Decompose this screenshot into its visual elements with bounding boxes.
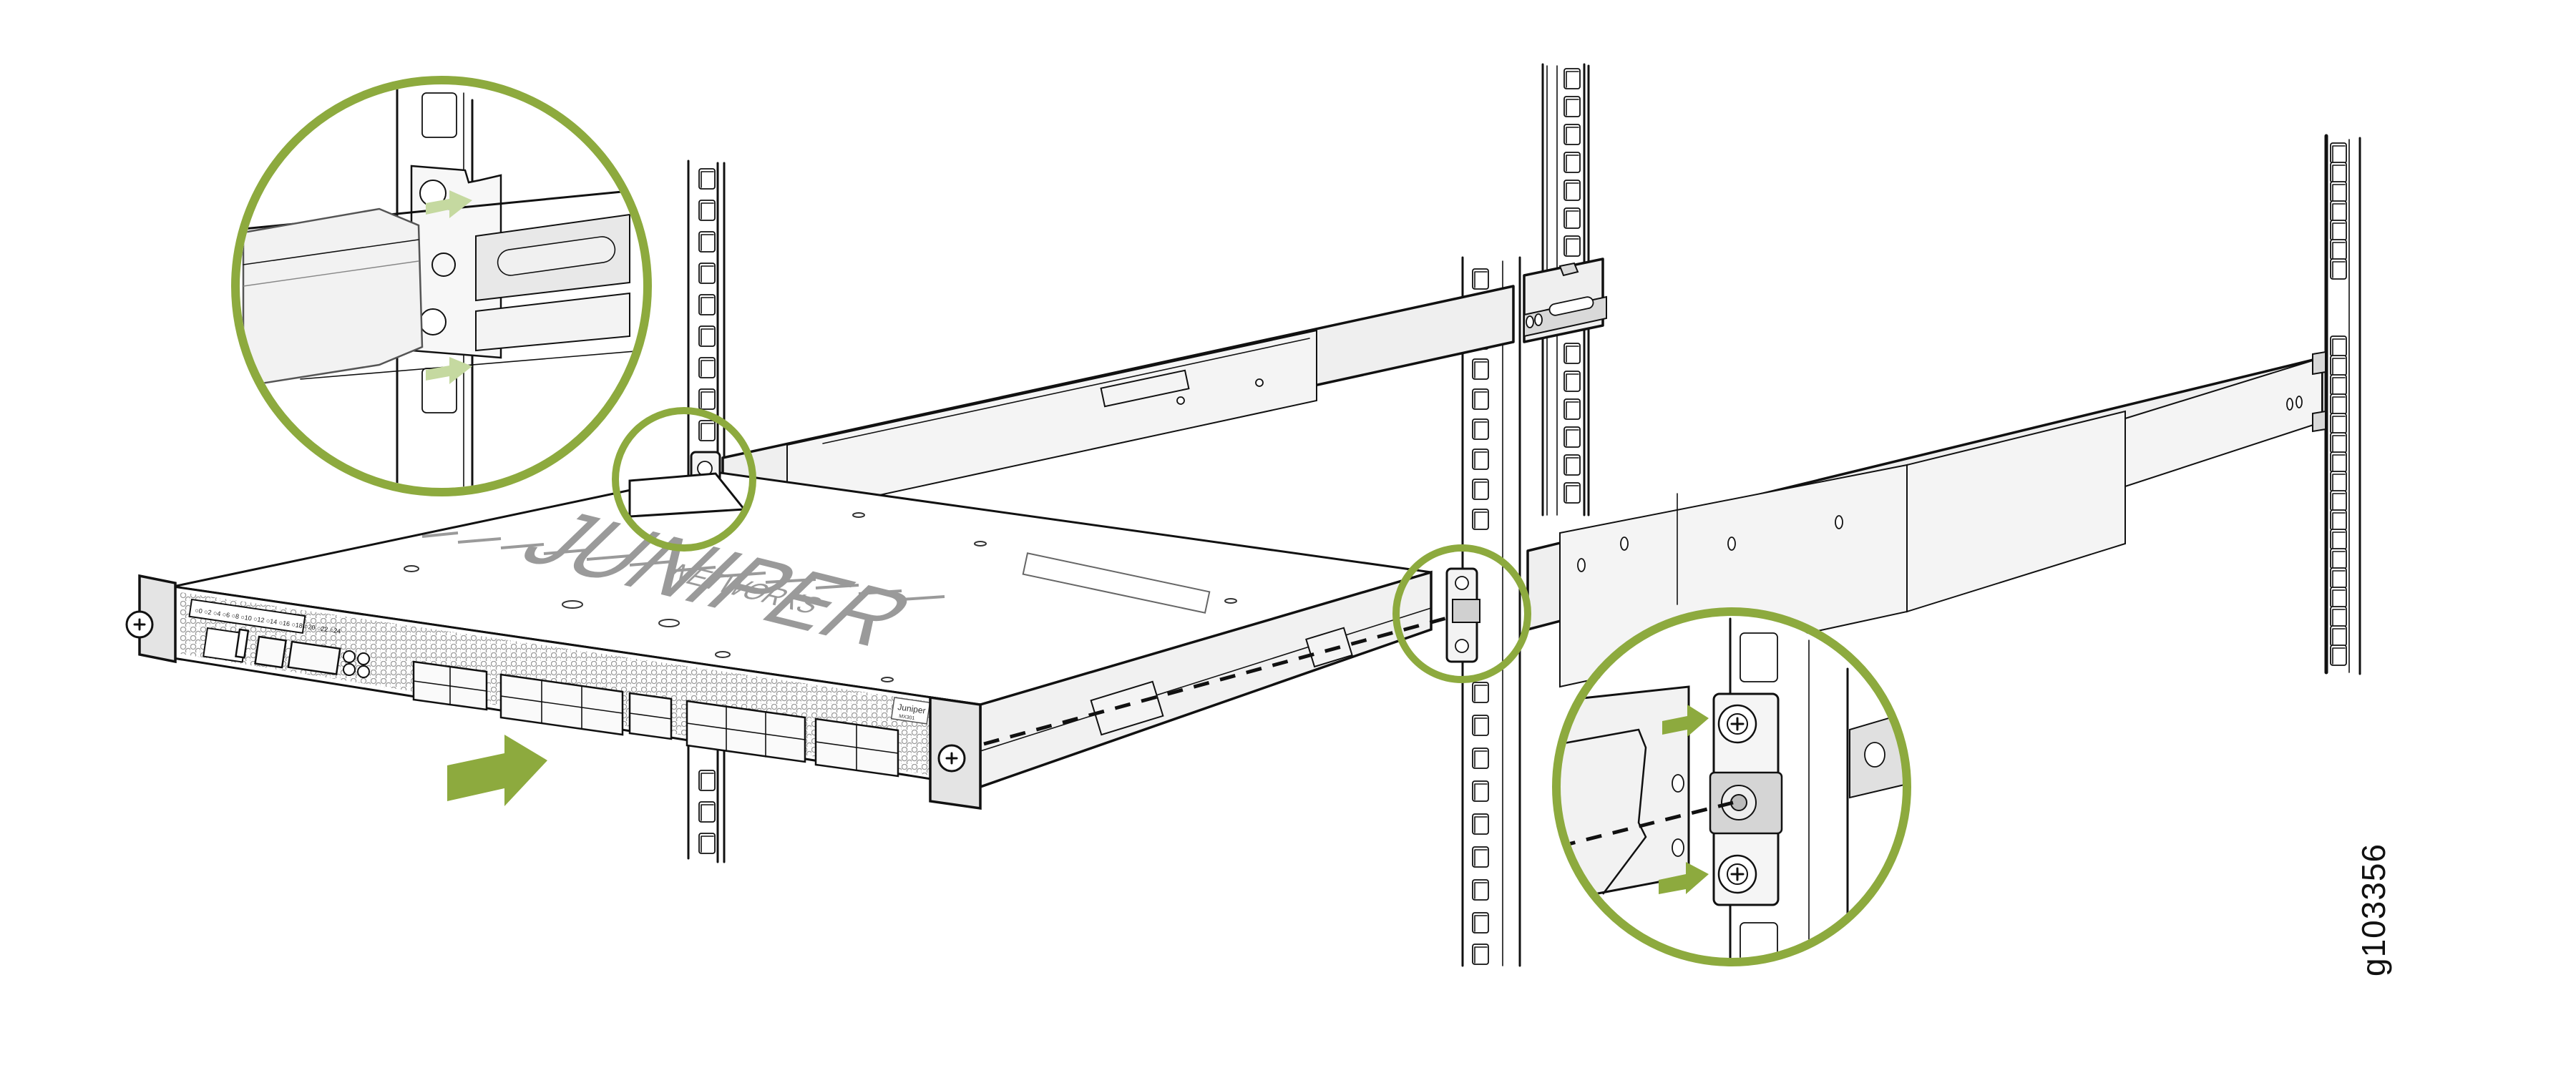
rack-post-far-right <box>2324 134 2361 675</box>
callout-circle-front-detail <box>1552 607 1911 966</box>
callout-circle-rear-marker <box>612 407 756 552</box>
front-screw-arrow-top <box>1662 705 1709 737</box>
alignment-dashed-line <box>983 609 1471 746</box>
callout-circle-rear-detail <box>231 76 652 496</box>
callout-front-bracket-detail <box>1552 607 1911 966</box>
rear-screw-arrow-top <box>426 190 472 218</box>
front-screw-arrow-bottom <box>1659 862 1709 894</box>
qsfp-port-cages <box>412 660 899 778</box>
insert-direction-arrow <box>447 735 547 806</box>
rail-left-rear <box>721 285 1515 516</box>
top-vent-slots <box>421 531 945 601</box>
console-tod-ports <box>287 640 341 675</box>
figure-id-label: g103356 <box>2355 843 2392 976</box>
svg-text:MX301: MX301 <box>899 714 915 721</box>
chassis: JUNIPER NETWORKS ○0 ○2 ○4 ○6 ○8 ○10 ○12 … <box>125 471 1433 810</box>
rail-left-bracket <box>1523 258 1607 343</box>
callout-rear-bracket-detail <box>231 76 652 496</box>
front-rail-bracket <box>1445 567 1480 663</box>
callout-circle-front-marker <box>1392 544 1531 683</box>
svg-text:Juniper: Juniper <box>897 702 927 716</box>
mgmt-port <box>254 635 288 669</box>
chassis-front-badge: Juniper MX301 <box>890 697 931 725</box>
rear-screw-arrow-bottom <box>426 357 472 384</box>
timing-connectors <box>343 650 370 678</box>
